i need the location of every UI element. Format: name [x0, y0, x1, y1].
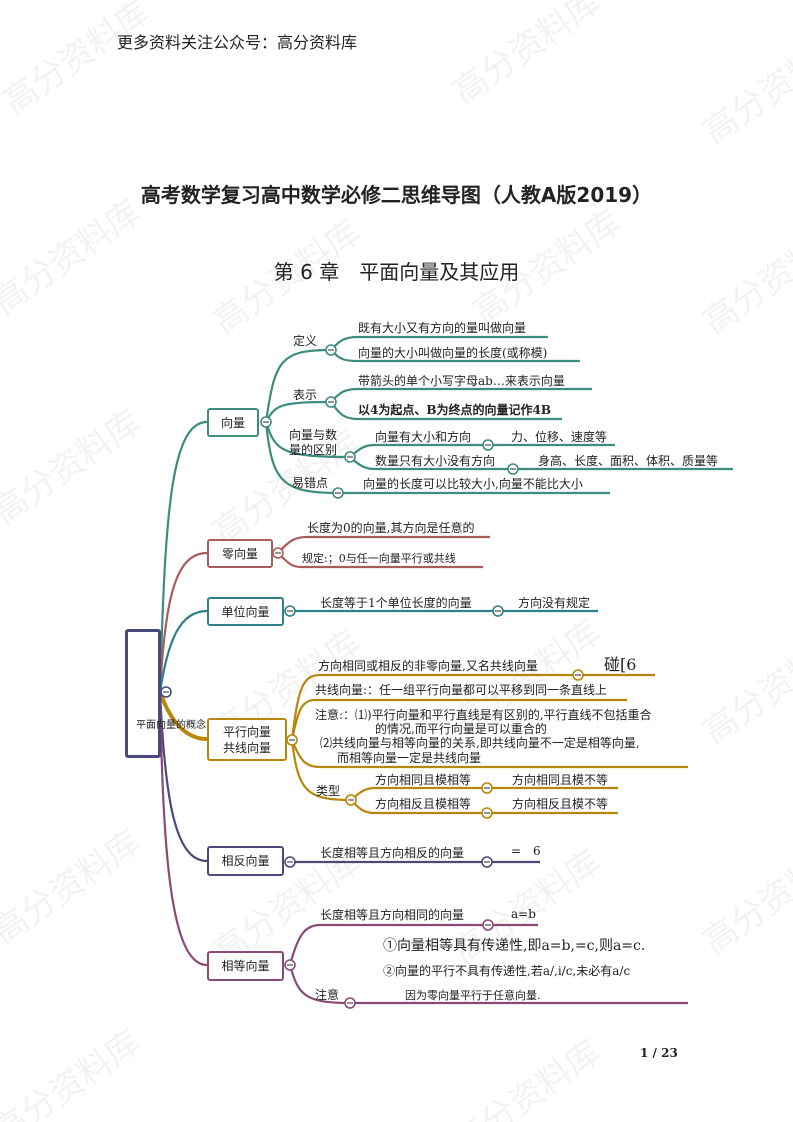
leaf: 碰[6 — [604, 655, 637, 674]
note-line: 而相等向量一定是共线向量 — [337, 751, 482, 765]
note-line: 的情况,而平行向量是可以重合的 — [375, 722, 547, 736]
note-line: ⑵共线向量与相等向量的关系,即共线向量不一定是相等向量, — [320, 736, 640, 750]
parallel-type-label: 类型 — [316, 784, 341, 798]
leaf: 方向相反且模不等 — [512, 797, 609, 811]
note-line: ②向量的平行不具有传递性,若a/,i/c,未必有a/c — [383, 964, 631, 978]
leaf: 以4为起点、B为终点的向量记作4B — [358, 403, 551, 417]
node-opposite-vector[interactable]: 相反向量 — [207, 846, 284, 876]
vector-def-label: 定义 — [293, 334, 318, 348]
leaf: 方向相同或相反的非零向量,又名共线向量 — [318, 659, 538, 673]
node-unit-vector[interactable]: 单位向量 — [207, 597, 284, 626]
root-node[interactable] — [125, 629, 161, 758]
header-promo: 更多资料关注公众号：高分资料库 — [117, 33, 358, 52]
leaf: 方向相同且模相等 — [375, 773, 472, 787]
leaf: 长度相等且方向相反的向量 — [320, 846, 465, 860]
leaf: 力、位移、速度等 — [511, 430, 608, 444]
leaf: 长度相等且方向相同的向量 — [320, 908, 465, 922]
leaf: 共线向量:：任一组平行向量都可以平移到同一条直线上 — [315, 683, 608, 697]
node-label: 共线向量 — [222, 740, 271, 755]
root-label: 平面向量的概念 — [136, 720, 206, 731]
node-equal-vector[interactable]: 相等向量 — [207, 951, 284, 981]
leaf: = 6 — [511, 844, 541, 858]
vector-diff-label: 向量与数 — [289, 428, 338, 442]
page-number: 1 / 23 — [640, 1046, 678, 1060]
document-title: 高考数学复习高中数学必修二思维导图（人教A版2019） — [140, 183, 653, 207]
leaf: 身高、长度、面积、体积、质量等 — [538, 454, 719, 468]
leaf: 方向没有规定 — [518, 596, 591, 610]
leaf: 规定:；0与任一向量平行或共线 — [302, 552, 456, 565]
leaf: 方向相反且模相等 — [375, 797, 472, 811]
leaf: 既有大小又有方向的量叫做向量 — [358, 321, 527, 335]
note-line: 因为零向量平行于任意向量. — [405, 989, 541, 1002]
leaf: 长度等于1个单位长度的向量 — [320, 596, 472, 610]
leaf: 向量有大小和方向 — [375, 430, 472, 444]
node-zero-vector[interactable]: 零向量 — [207, 539, 273, 568]
leaf: 向量的大小叫做向量的长度(或称模) — [358, 346, 548, 360]
leaf: 方向相同且模不等 — [512, 773, 609, 787]
chapter-title: 第 6 章 平面向量及其应用 — [273, 260, 520, 284]
vector-diff-label: 量的区别 — [289, 443, 338, 457]
leaf: 向量的长度可以比较大小,向量不能比大小 — [363, 477, 583, 491]
leaf: 长度为0的向量,其方向是任意的 — [307, 521, 475, 535]
node-label: 平行向量 — [222, 724, 271, 739]
node-vector[interactable]: 向量 — [207, 408, 259, 437]
vector-pitfall-label: 易错点 — [292, 476, 329, 490]
vector-repr-label: 表示 — [293, 388, 318, 402]
leaf: 数量只有大小没有方向 — [375, 454, 496, 468]
leaf: a=b — [511, 907, 536, 921]
leaf: 带箭头的单个小写字母ab…来表示向量 — [358, 374, 565, 388]
node-parallel-vector[interactable]: 平行向量 共线向量 — [207, 718, 287, 761]
equal-note-label: 注意 — [315, 988, 340, 1002]
note-line: 注意:：⑴)平行向量和平行直线是有区别的,平行直线不包括重合 — [315, 708, 652, 722]
note-line: ①向量相等具有传递性,即a=b,=c,则a=c. — [383, 938, 646, 954]
